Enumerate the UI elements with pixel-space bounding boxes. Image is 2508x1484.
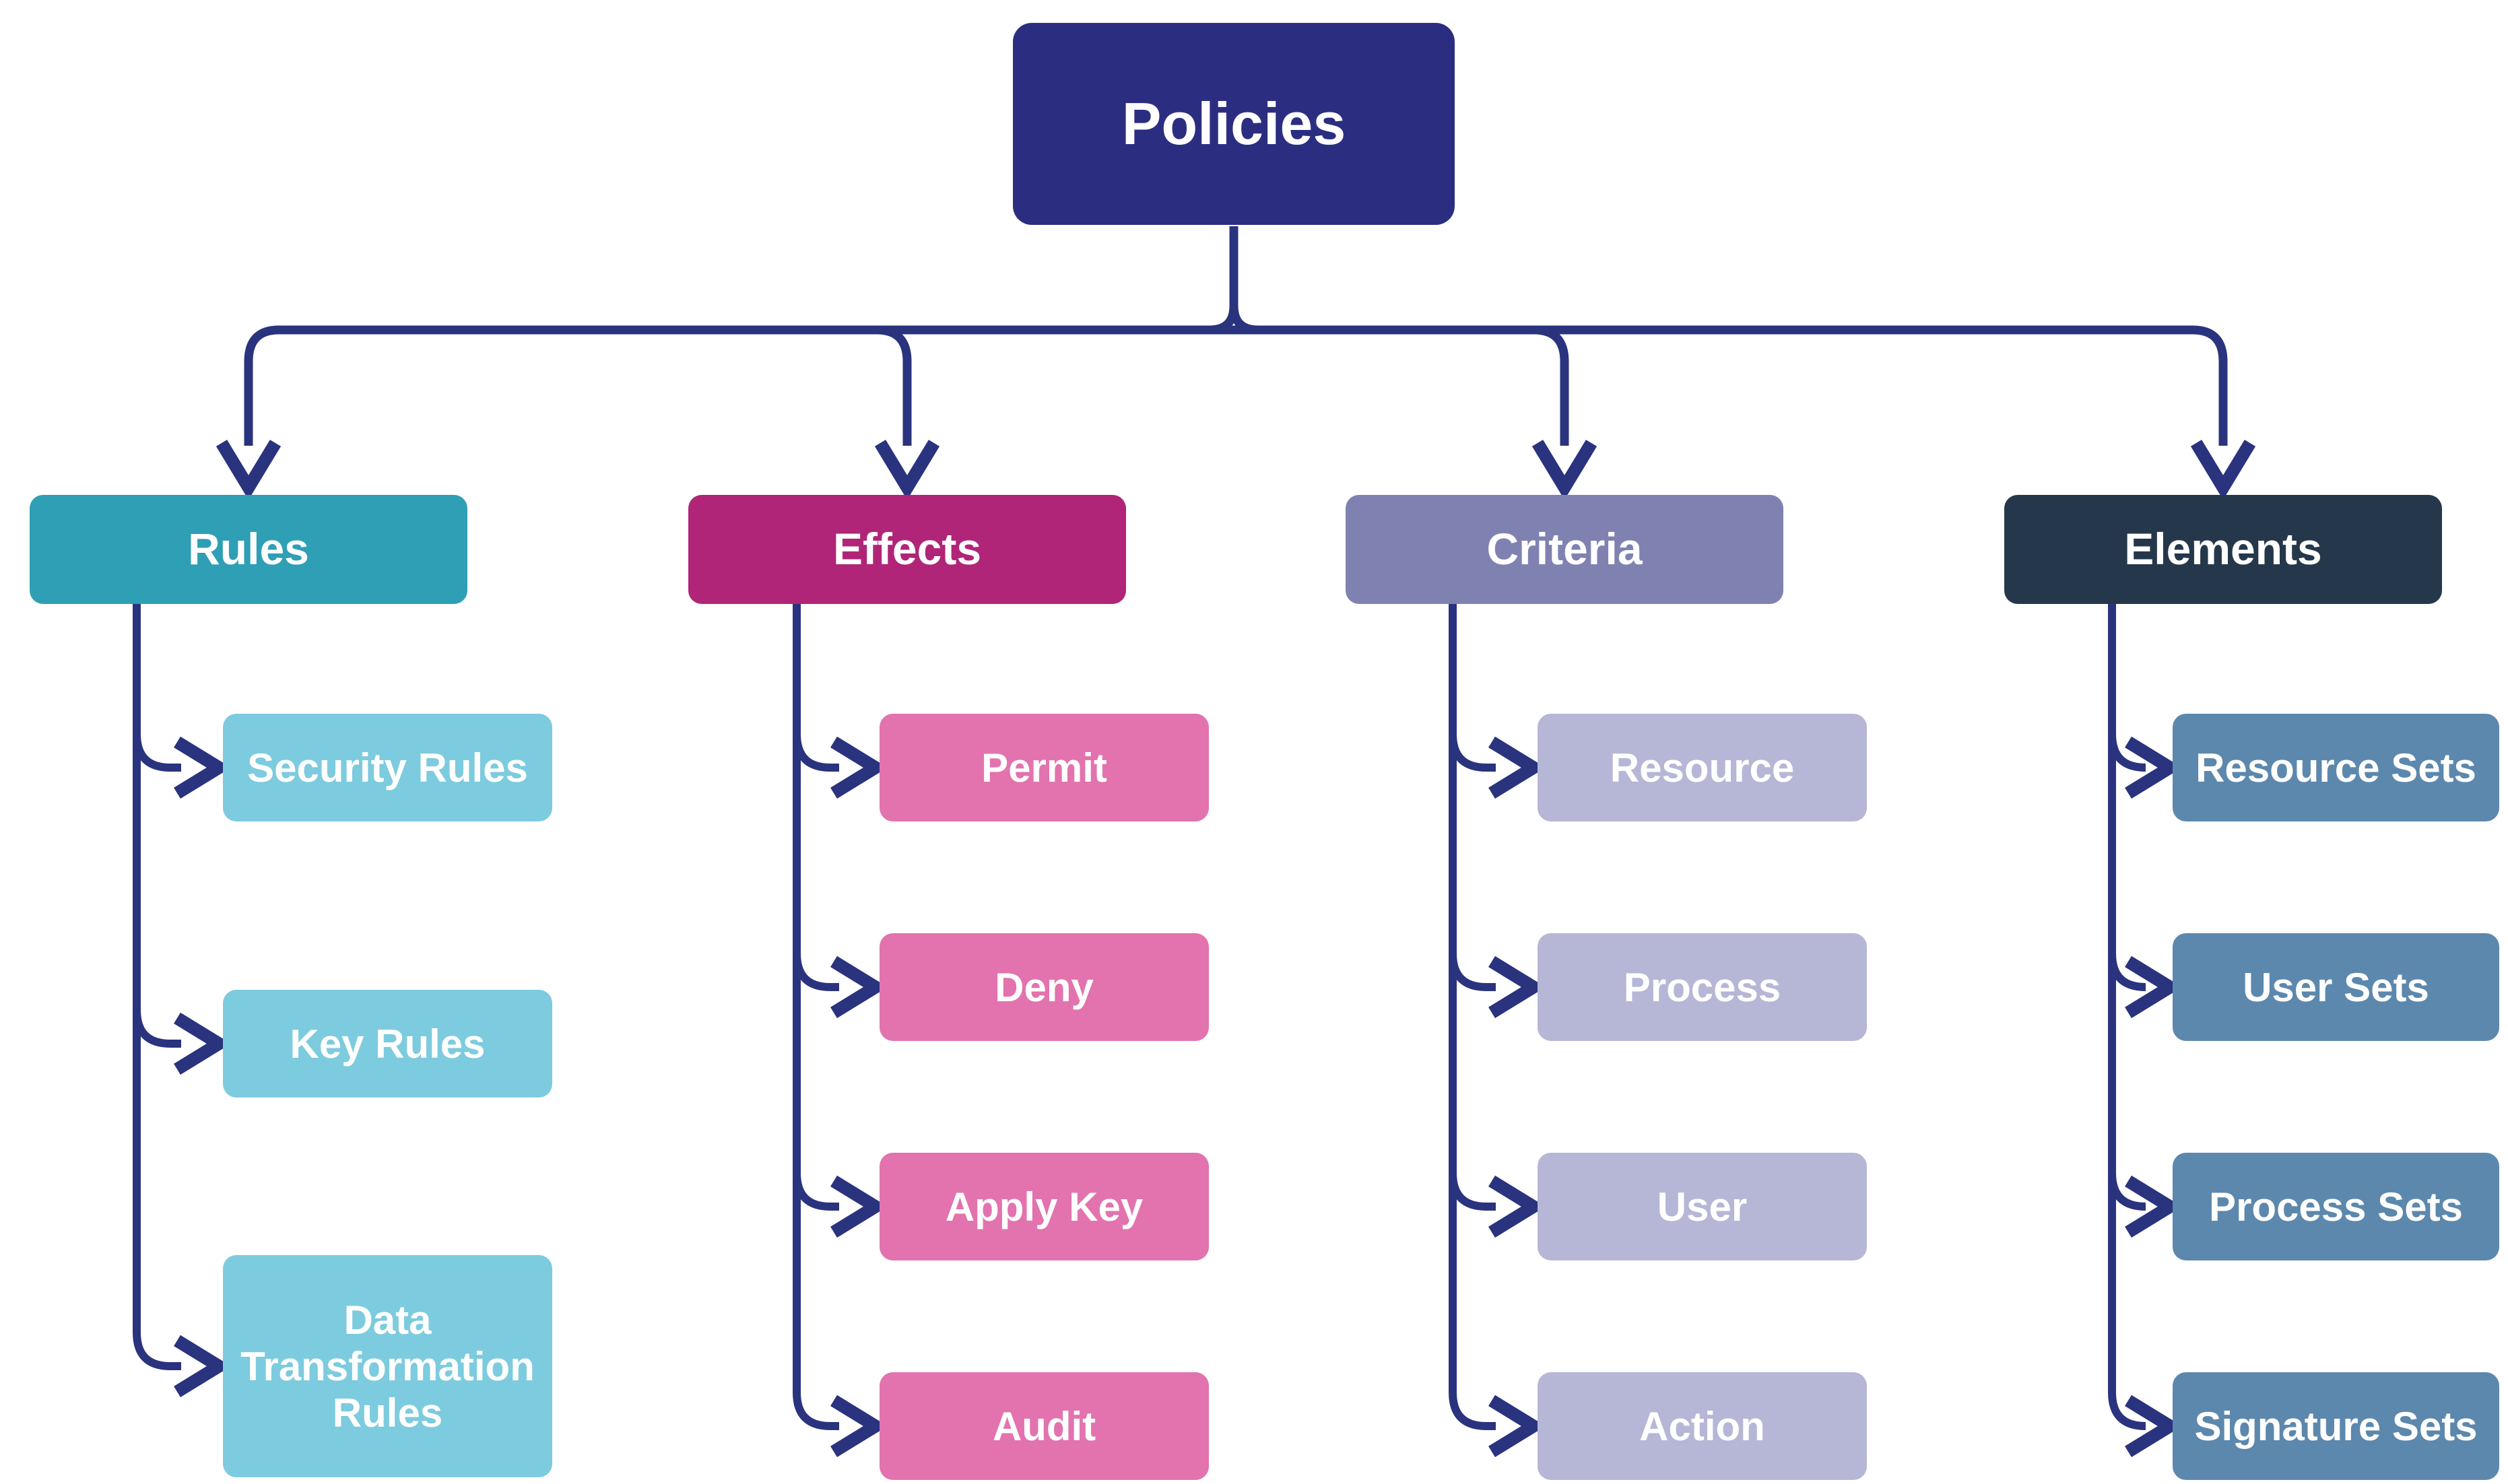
arrow-key-rules — [174, 1012, 232, 1075]
node-signature-sets: Signature Sets — [2173, 1372, 2499, 1480]
arrow-user-sets — [2125, 955, 2183, 1019]
node-resource: Resource — [1538, 714, 1867, 821]
arrow-user — [1488, 1175, 1546, 1238]
node-user: User — [1538, 1153, 1867, 1260]
arrow-resource-sets — [2125, 736, 2183, 799]
node-policies: Policies — [1013, 23, 1455, 225]
node-process: Process — [1538, 933, 1867, 1041]
node-process-sets: Process Sets — [2173, 1153, 2499, 1260]
edge-policies-to-columns — [216, 226, 2256, 500]
node-apply-key: Apply Key — [880, 1153, 1209, 1260]
node-data-transformation-rules: Data Transformation Rules — [223, 1255, 552, 1477]
edges-criteria-children — [1449, 604, 1546, 1458]
arrow-security-rules — [174, 736, 232, 799]
node-key-rules: Key Rules — [223, 990, 552, 1098]
arrow-audit — [830, 1394, 888, 1458]
edges-elements-children — [2108, 604, 2183, 1458]
arrow-process — [1488, 955, 1546, 1019]
arrow-down-rules — [216, 440, 282, 500]
arrow-signature-sets — [2125, 1394, 2183, 1458]
arrow-apply-key — [830, 1175, 888, 1238]
arrow-action — [1488, 1394, 1546, 1458]
node-security-rules: Security Rules — [223, 714, 552, 821]
arrow-resource — [1488, 736, 1546, 799]
edges-effects-children — [793, 604, 888, 1458]
arrow-down-criteria — [1531, 440, 1597, 500]
header-effects: Effects — [688, 495, 1126, 604]
node-permit: Permit — [880, 714, 1209, 821]
node-deny: Deny — [880, 933, 1209, 1041]
arrow-down-elements — [2190, 440, 2256, 500]
arrow-deny — [830, 955, 888, 1019]
node-action: Action — [1538, 1372, 1867, 1480]
arrow-down-effects — [874, 440, 940, 500]
node-audit: Audit — [880, 1372, 1209, 1480]
arrow-process-sets — [2125, 1175, 2183, 1238]
header-criteria: Criteria — [1346, 495, 1783, 604]
arrow-permit — [830, 736, 888, 799]
header-elements: Elements — [2004, 495, 2442, 604]
node-resource-sets: Resource Sets — [2173, 714, 2499, 821]
node-user-sets: User Sets — [2173, 933, 2499, 1041]
edges-rules-children — [133, 604, 232, 1398]
arrow-data-transformation-rules — [174, 1335, 232, 1398]
header-rules: Rules — [30, 495, 467, 604]
